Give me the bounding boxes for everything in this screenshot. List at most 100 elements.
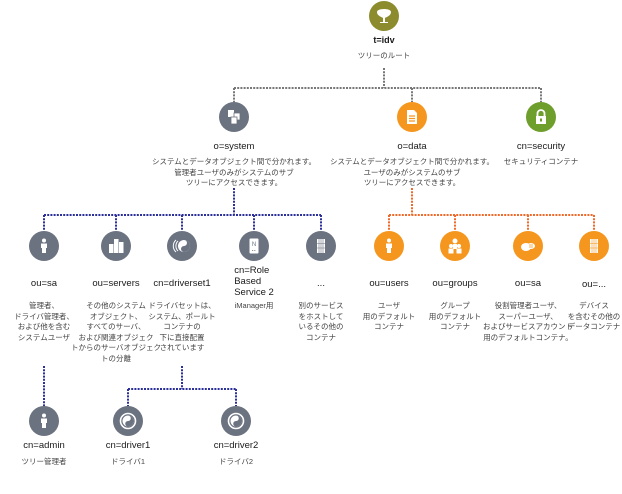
desc-line: いるその他の [298,322,344,331]
desc-line: すべてのサーバ、 [86,322,146,331]
group-icon [440,231,470,261]
ou-sa-system-desc: 管理者、 ドライバ管理者、 および他を含む システムユーザ [14,301,74,343]
desc-line: グループ [440,301,470,310]
server-stack-icon [219,102,249,132]
ou-servers-label: ou=servers [92,278,140,289]
desc-line: されています [159,343,205,352]
desc-line: コンテナの [163,322,201,331]
ou-groups-label: ou=groups [432,278,478,289]
tree-icon [369,1,399,31]
servers-icon [101,231,131,261]
node-ou-servers[interactable] [101,231,131,261]
node-ou-users[interactable] [374,231,404,261]
connector-data [388,188,595,231]
desc-line: トの分離 [101,353,131,363]
desc-line: ドライバ管理者、 [14,311,74,321]
ou-other-data-desc: デバイス を含むその他の データコンテナ [568,301,621,333]
node-cn-driverset1[interactable] [167,231,197,261]
connector-driverset [127,366,237,406]
rack-icon [579,231,609,261]
desc-line: 用のデフォルトコンテナ。 [483,332,573,342]
cn-role-based-service-2-label: cn=Role Based Service 2 [234,265,274,298]
desc-line: システム、ポールト [148,311,216,321]
desc-line: ツリーにアクセスできます。 [363,178,461,187]
cn-security-label: cn=security [516,141,566,152]
desc-line: スーパーユーザ、 [498,311,558,321]
lock-icon [526,102,556,132]
node-ou-sa-data[interactable] [513,231,543,261]
desc-line: を含むその他の [567,311,621,321]
cn-admin-label: cn=admin [23,440,65,451]
node-root[interactable] [369,1,399,31]
user-icon [374,231,404,261]
other-services-label: ... [317,278,325,289]
desc-line: コンテナ [440,322,470,331]
node-ou-sa-system[interactable] [29,231,59,261]
ou-other-data-label: ou=... [581,279,607,290]
ou-users-desc: ユーザ 用のデフォルト コンテナ [363,301,416,333]
node-o-data[interactable] [397,102,427,132]
admin-accounts-icon [513,231,543,261]
desc-line: 下に直接配置 [159,332,205,342]
node-cn-admin[interactable] [29,406,59,436]
desc-line: デバイス [579,301,609,310]
user-icon [29,406,59,436]
desc-line: コンテナ [306,332,336,342]
ou-sa-data-label: ou=sa [514,278,542,289]
node-o-system[interactable] [219,102,249,132]
label-line: Service 2 [234,287,274,298]
desc-line: トからのサーバオブジェク [71,343,161,352]
cn-driver1-desc: ドライバ1 [110,457,146,466]
o-data-label: o=data [397,141,427,152]
desc-line: オブジェクト、 [89,311,143,321]
cn-driver2-desc: ドライバ2 [218,457,254,466]
ou-sa-system-label: ou=sa [30,278,58,289]
desc-line: およびサービスアカウント [483,322,573,331]
label-line: Based [234,276,262,287]
o-system-desc: システムとデータオブジェクト間で分かれます。 管理者ユーザのみがシステムのサブ … [152,157,316,189]
desc-line: 役割管理者ユーザ、 [494,301,562,310]
node-cn-security[interactable] [526,102,556,132]
desc-line: データコンテナ [567,322,621,331]
cn-role-based-service-2-desc: iManager用 [234,301,274,310]
desc-line: 用のデフォルト [428,311,482,321]
node-cn-driver2[interactable] [221,406,251,436]
cn-driver2-label: cn=driver2 [213,440,259,451]
desc-line: 別のサービス [298,301,344,310]
node-ou-groups[interactable] [440,231,470,261]
desc-line: ユーザ [377,301,401,310]
node-cn-driver1[interactable] [113,406,143,436]
label-line: cn=Role [234,265,270,276]
o-system-label: o=system [213,141,255,152]
rack-icon [306,231,336,261]
node-other-services[interactable] [306,231,336,261]
desc-line: その他のシステム [86,301,146,310]
node-cn-role-based-service-2[interactable]: N [239,231,269,261]
desc-line: をホストして [298,311,344,321]
ou-sa-data-desc: 役割管理者ユーザ、 スーパーユーザ、 およびサービスアカウント 用のデフォルトコ… [483,301,573,343]
desc-line: コンテナ [374,322,404,331]
ou-users-label: ou=users [369,278,409,289]
ou-servers-desc: その他のシステム オブジェクト、 すべてのサーバ、 および関連オブジェク トから… [71,301,161,364]
driver-icon [113,406,143,436]
o-data-desc: システムとデータオブジェクト間で分かれます。 ユーザのみがシステムのサブ ツリー… [330,157,494,189]
svg-text:N: N [252,242,256,248]
desc-line: システムとデータオブジェクト間で分かれます。 [151,157,317,166]
cn-driver1-label: cn=driver1 [105,440,151,451]
desc-line: システムユーザ [17,332,71,342]
cn-admin-desc: ツリー管理者 [21,457,67,466]
desc-line: および他を含む [17,322,71,331]
cn-driverset1-desc: ドライバセットは、 システム、ポールト コンテナの 下に直接配置 されています [148,301,215,354]
driverset-icon [167,231,197,261]
cn-driverset1-label: cn=driverset1 [153,278,211,289]
desc-line: システムとデータオブジェクト間で分かれます。 [329,157,495,166]
connector-root [233,68,542,102]
ou-groups-desc: グループ 用のデフォルト コンテナ [429,301,482,333]
node-ou-other-data[interactable] [579,231,609,261]
desc-line: 管理者ユーザのみがシステムのサブ [174,167,294,177]
desc-line: ツリーにアクセスできます。 [185,178,283,187]
desc-line: 用のデフォルト [362,311,416,321]
desc-line: ドライバセットは、 [148,301,216,310]
desc-line: および関連オブジェク [78,332,154,342]
